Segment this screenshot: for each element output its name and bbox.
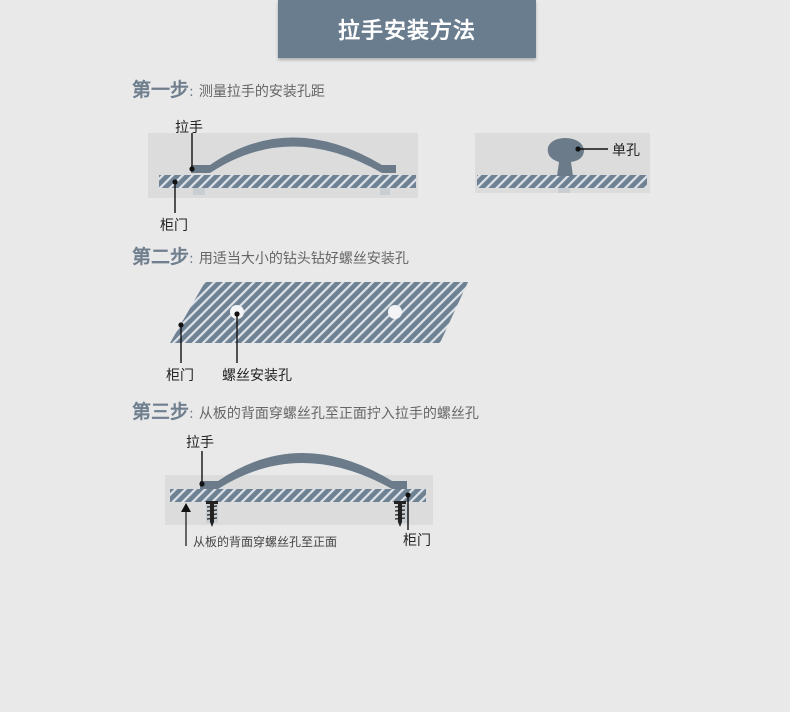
step-2-number: 第二步 — [132, 246, 190, 268]
step-2-description: 用适当大小的钻头钻好螺丝安装孔 — [198, 251, 409, 267]
step-2-colon: : — [189, 251, 194, 267]
step-3-handle-dot — [199, 481, 205, 487]
single-hole-knob-diagram — [475, 133, 650, 193]
step-2-cabinet-door-panel — [170, 282, 468, 343]
single-hole-knob — [547, 138, 584, 176]
single-hole-label: 单孔 — [612, 143, 640, 159]
step-3-heading: 第三步: 从板的背面穿螺丝孔至正面拧入拉手的螺丝孔 — [132, 397, 479, 424]
step-1-handle — [191, 137, 396, 173]
step-1-heading: 第一步: 测量拉手的安装孔距 — [132, 75, 325, 102]
handle-label-1: 拉手 — [175, 120, 203, 136]
step-3-cabinet-door-board — [170, 489, 426, 502]
cabinet-door-label-3: 柜门 — [403, 533, 431, 549]
step-1-number: 第一步 — [132, 79, 190, 101]
right-screw-icon — [394, 501, 406, 527]
step-2-drilling-diagram — [170, 282, 468, 363]
step-3-door-dot — [405, 492, 411, 498]
knob-cabinet-board — [477, 175, 647, 188]
step-3-colon: : — [189, 406, 194, 422]
up-arrow-icon — [181, 503, 191, 512]
page-title: 拉手安装方法 — [337, 19, 476, 44]
step-3-description: 从板的背面穿螺丝孔至正面拧入拉手的螺丝孔 — [198, 406, 479, 422]
step-3-assembly-diagram — [165, 451, 433, 546]
step-1-handle-diagram — [148, 133, 418, 213]
back-through-label: 从板的背面穿螺丝孔至正面 — [193, 535, 338, 549]
step-2-heading: 第二步: 用适当大小的钻头钻好螺丝安装孔 — [132, 242, 409, 269]
screw-hole-right — [388, 305, 402, 319]
step-1-cabinet-door-board — [159, 175, 416, 188]
step-1-handle-dot — [189, 166, 195, 172]
step-3-handle — [200, 453, 407, 489]
page-title-banner: 拉手安装方法 — [278, 0, 536, 58]
cabinet-door-label-2: 柜门 — [166, 368, 194, 384]
step-1-door-dot — [172, 179, 178, 185]
step-1-colon: : — [189, 84, 194, 100]
handle-label-3: 拉手 — [186, 435, 214, 451]
left-screw-icon — [206, 501, 218, 527]
step-1-description: 测量拉手的安装孔距 — [198, 84, 325, 100]
cabinet-door-label-1: 柜门 — [160, 218, 188, 234]
screw-hole-label: 螺丝安装孔 — [222, 368, 292, 384]
step-3-number: 第三步 — [132, 401, 190, 423]
